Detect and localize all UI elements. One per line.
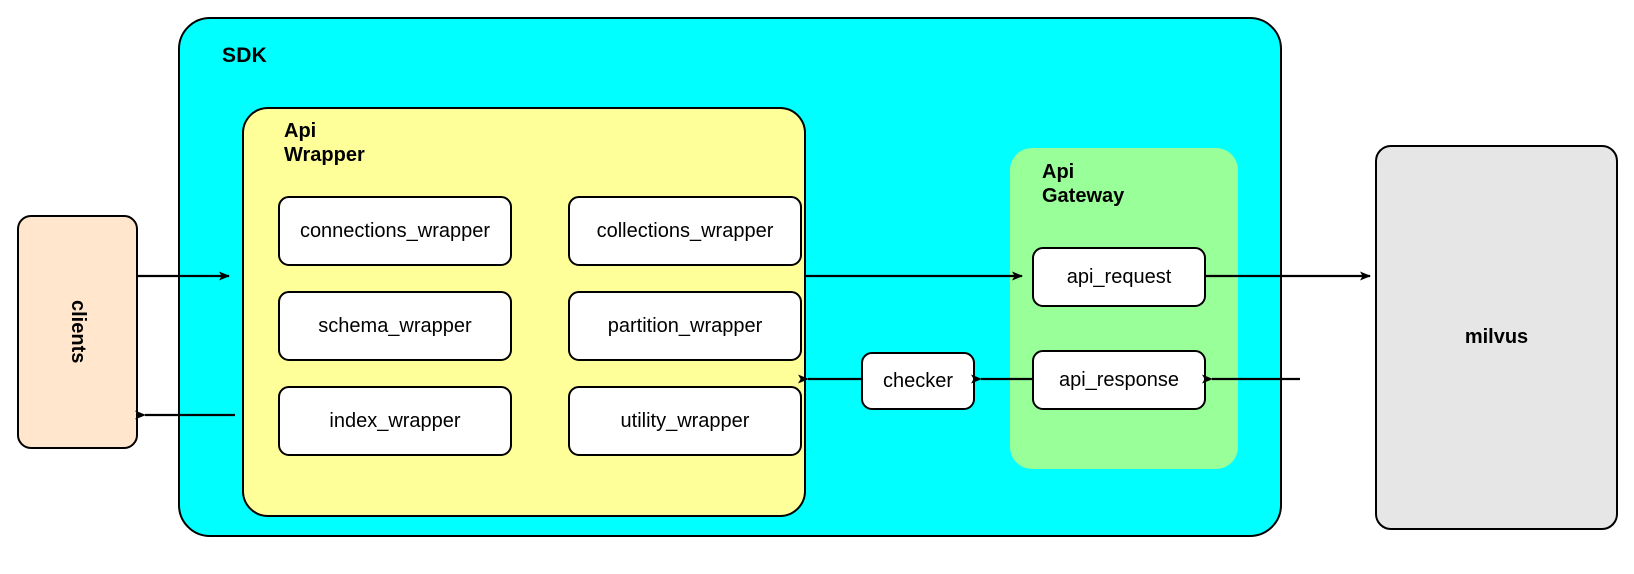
api-gateway-container[interactable]: Api Gateway [1010,148,1238,469]
wrapper-cell-label: index_wrapper [329,409,461,432]
gateway-cell-label: api_response [1058,368,1180,391]
wrapper-cell-index[interactable]: index_wrapper [278,386,512,456]
clients-label: clients [67,300,89,364]
wrapper-cell-collections[interactable]: collections_wrapper [568,196,802,266]
wrapper-cell-connections[interactable]: connections_wrapper [278,196,512,266]
wrapper-cell-utility[interactable]: utility_wrapper [568,386,802,456]
wrapper-cell-label: connections_wrapper [299,219,491,242]
wrapper-cell-label: collections_wrapper [596,219,774,242]
wrapper-cell-label: utility_wrapper [620,409,750,432]
wrapper-cell-partition[interactable]: partition_wrapper [568,291,802,361]
api-wrapper-label: Api Wrapper [284,120,365,166]
wrapper-cell-schema[interactable]: schema_wrapper [278,291,512,361]
checker-label: checker [882,369,954,392]
gateway-cell-label: api_request [1066,265,1172,288]
wrapper-cell-label: partition_wrapper [607,314,763,337]
milvus-label: milvus [1464,326,1529,348]
sdk-label: SDK [222,44,267,67]
gateway-cell-api-response[interactable]: api_response [1032,350,1206,410]
milvus-node[interactable]: milvus [1375,145,1618,530]
wrapper-cell-label: schema_wrapper [318,314,472,337]
checker-node[interactable]: checker [861,352,975,410]
clients-node[interactable]: clients [17,215,138,449]
gateway-cell-api-request[interactable]: api_request [1032,247,1206,307]
api-gateway-label: Api Gateway [1042,161,1125,207]
